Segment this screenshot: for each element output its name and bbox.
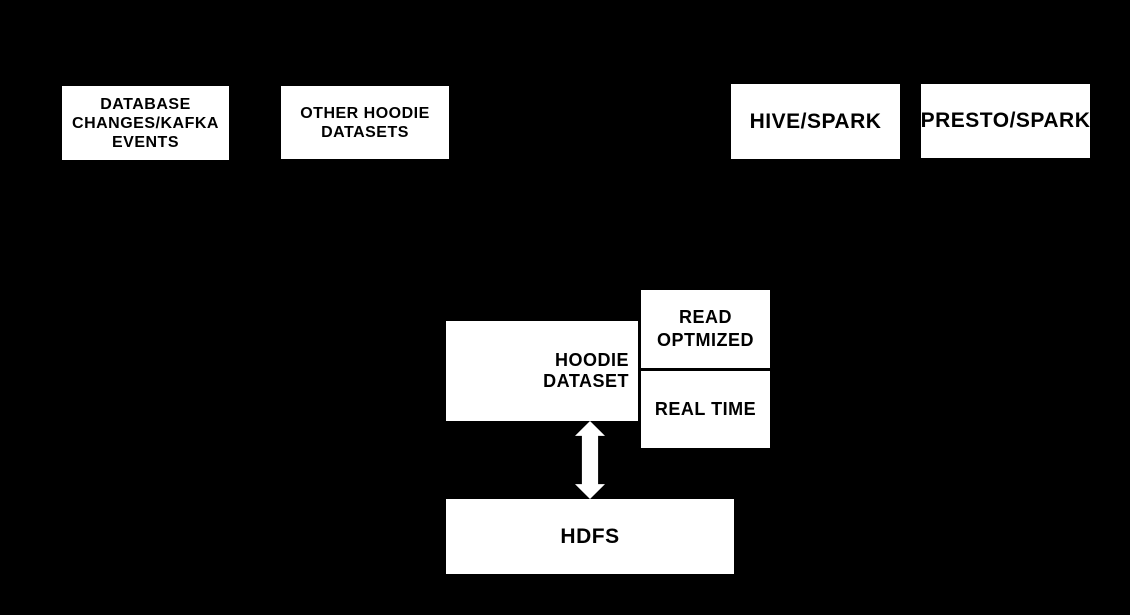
bidirectional-arrow-icon: [575, 421, 605, 499]
node-hdfs: HDFS: [446, 499, 734, 574]
node-read-optmized: READ OPTMIZED: [641, 290, 770, 368]
node-other-hoodie-datasets: OTHER HOODIE DATASETS: [281, 86, 449, 159]
node-hive-spark: HIVE/SPARK: [731, 84, 900, 159]
node-other-hoodie-datasets-label: OTHER HOODIE DATASETS: [300, 104, 430, 141]
node-hoodie-dataset-label: HOODIE DATASET: [543, 350, 629, 391]
node-presto-spark: PRESTO/SPARK: [921, 84, 1090, 158]
node-read-optmized-label: READ OPTMIZED: [657, 307, 754, 350]
node-hoodie-dataset: HOODIE DATASET: [446, 321, 638, 421]
node-presto-spark-label: PRESTO/SPARK: [920, 109, 1091, 132]
node-real-time-label: REAL TIME: [654, 399, 757, 419]
node-hive-spark-label: HIVE/SPARK: [749, 109, 882, 133]
node-real-time: REAL TIME: [641, 368, 770, 448]
node-hdfs-label: HDFS: [560, 524, 620, 548]
node-database-changes-kafka-events: DATABASE CHANGES/KAFKA EVENTS: [62, 86, 229, 160]
node-database-changes-kafka-events-label: DATABASE CHANGES/KAFKA EVENTS: [72, 95, 219, 151]
